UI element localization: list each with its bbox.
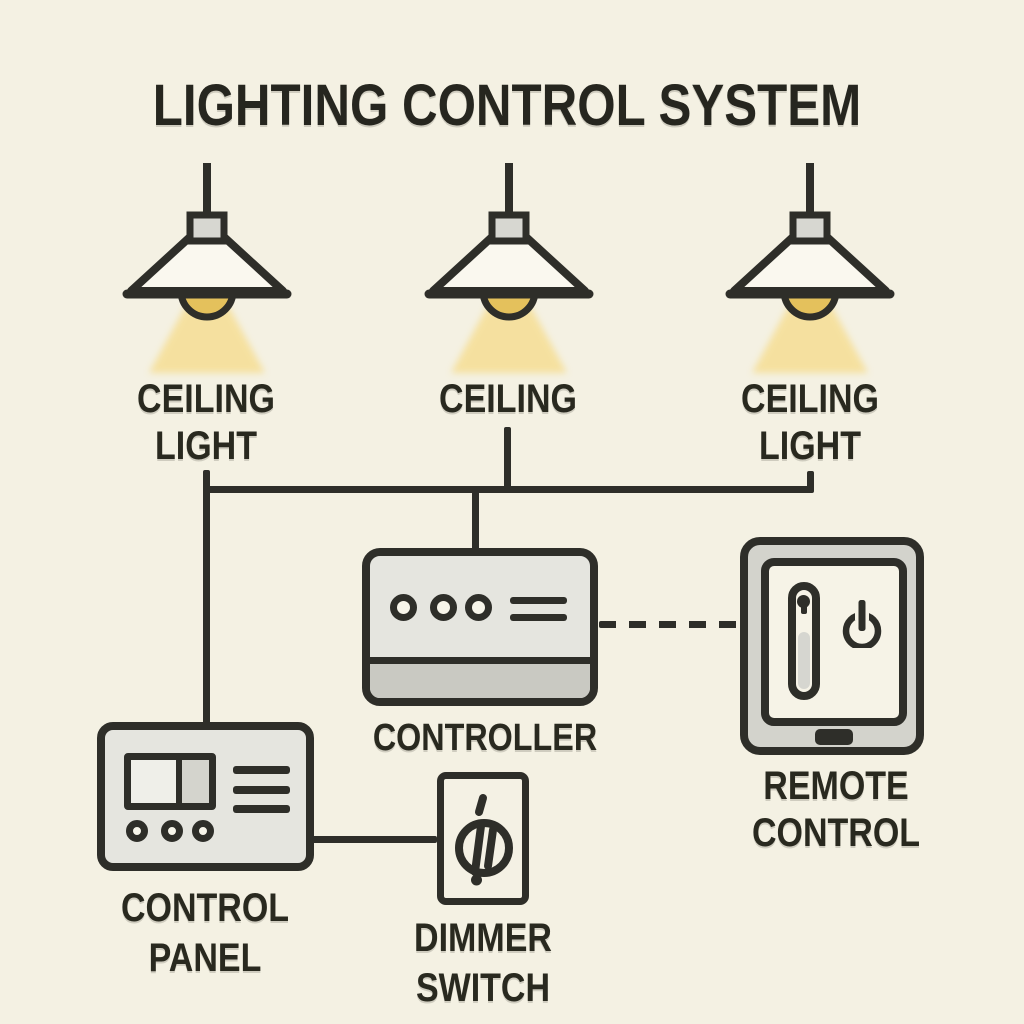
label-line: LIGHT (155, 424, 257, 468)
menu-lines-icon (510, 614, 567, 621)
wire-bus-to-controller (472, 491, 479, 553)
slider-track (798, 632, 810, 689)
ceiling-light-1-label: CEILING LIGHT (137, 376, 275, 470)
label-line: CONTROLLER (372, 717, 598, 759)
wire-bus (203, 486, 814, 493)
lamp-rod (806, 163, 814, 221)
controller-box (362, 548, 598, 706)
pendant-lamp-icon (424, 163, 594, 373)
rocker-switch-icon (124, 753, 216, 810)
lamp-shade (429, 233, 589, 295)
indicator-dots-icon (192, 820, 214, 842)
lamp-rod (203, 163, 211, 221)
label-line: CONTROL (120, 886, 290, 930)
label-line: SWITCH (415, 966, 551, 1010)
light-beam-icon (451, 307, 567, 373)
wire-light1-to-panel (203, 470, 210, 726)
ceiling-light-2-label: CEILING (439, 376, 577, 423)
wire-light3-stub (807, 471, 814, 491)
indicator-dots-icon (430, 594, 457, 621)
pendant-lamp-icon (725, 163, 895, 373)
remote-screen (761, 558, 907, 726)
label-line: CEILING (137, 377, 275, 421)
dimmer-switch-label: DIMMER SWITCH (414, 913, 552, 1013)
menu-lines-icon (233, 805, 290, 813)
wire-panel-to-dimmer (310, 836, 437, 843)
rocker-switch-segment (176, 760, 209, 803)
light-beam-icon (149, 307, 265, 373)
indicator-dots-icon (465, 594, 492, 621)
indicator-dots-icon (161, 820, 183, 842)
menu-lines-icon (233, 766, 290, 774)
label-line: CEILING (439, 377, 577, 421)
menu-lines-icon (510, 597, 567, 604)
lamp-rod (505, 163, 513, 221)
control-panel-label: CONTROL PANEL (121, 883, 289, 983)
menu-lines-icon (233, 786, 290, 794)
diagram-title: LIGHTING CONTROL SYSTEM (152, 73, 862, 138)
pendant-lamp-icon (122, 163, 292, 373)
light-beam-icon (752, 307, 868, 373)
label-line: CEILING (741, 377, 879, 421)
label-line: DIMMER (414, 916, 552, 960)
lamp-shade (730, 233, 890, 295)
home-button-icon (815, 729, 853, 745)
wire-light2-drop (504, 427, 511, 491)
remote-control-label: REMOTE CONTROL (752, 763, 920, 857)
wire-dashed-controller-remote (599, 621, 740, 628)
indicator-dots-icon (126, 820, 148, 842)
slider-knob-tail (801, 604, 807, 614)
lamp-shade (127, 233, 287, 295)
lamp-socket (488, 211, 530, 245)
label-line: LIGHT (759, 424, 861, 468)
label-line: PANEL (148, 936, 262, 980)
label-line: REMOTE (763, 764, 909, 808)
ceiling-light-3-label: CEILING LIGHT (741, 376, 879, 470)
dimmer-knob-icon (455, 794, 513, 886)
slider-icon (788, 582, 820, 700)
indicator-dots-icon (390, 594, 417, 621)
lamp-socket (186, 211, 228, 245)
lamp-socket (789, 211, 831, 245)
power-icon (842, 600, 882, 648)
label-line: CONTROL (751, 811, 921, 855)
controller-label: CONTROLLER (373, 715, 597, 762)
controller-bottom-band (370, 657, 590, 698)
